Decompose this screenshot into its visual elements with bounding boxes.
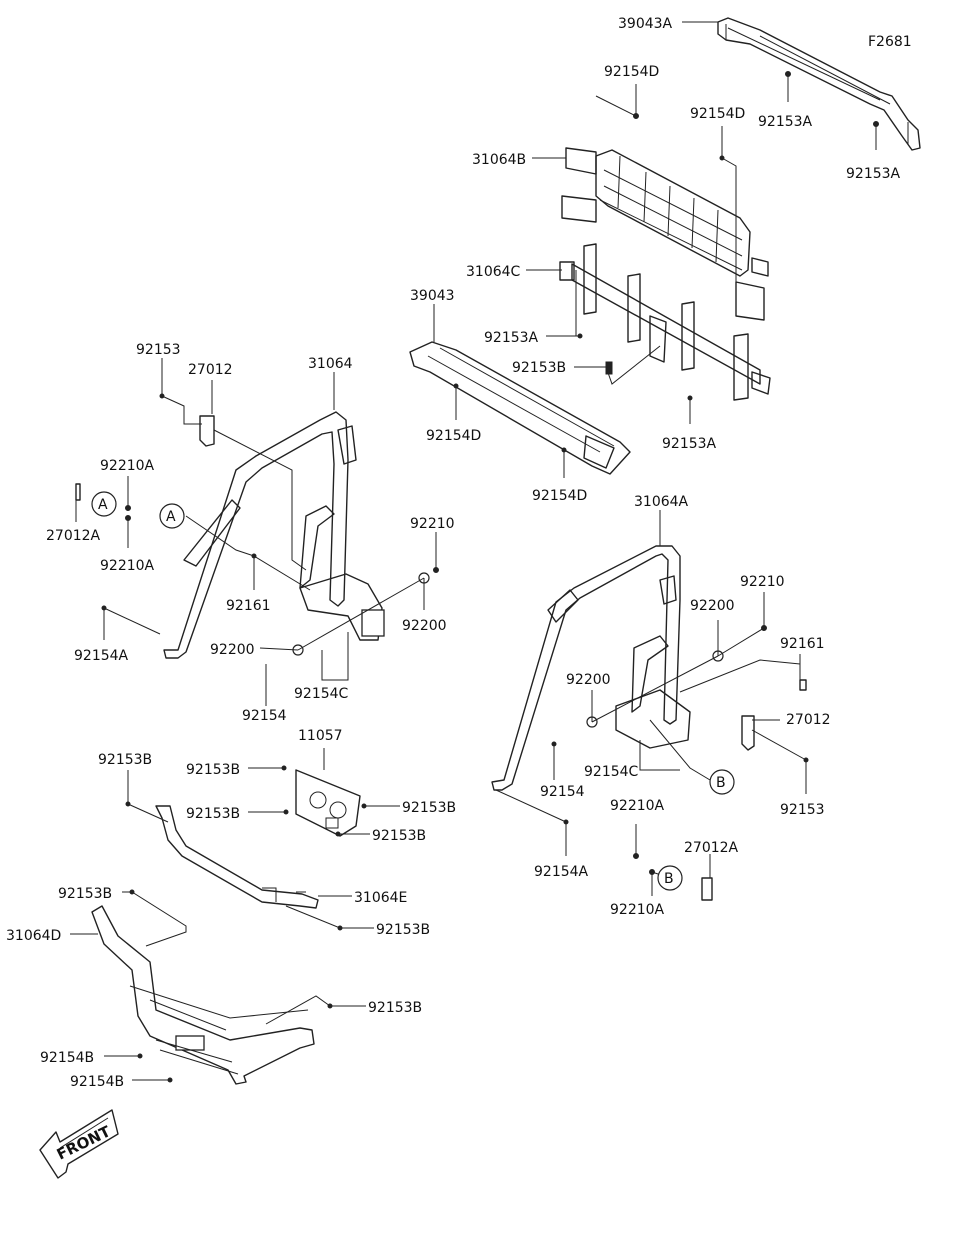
- callout-a-left[interactable]: A: [91, 491, 117, 517]
- label-part-number[interactable]: 27012A: [684, 840, 739, 856]
- callout-a-text: A: [166, 509, 176, 525]
- label-part-number[interactable]: 92153B: [186, 762, 240, 778]
- label-diagram-code: F2681: [868, 34, 912, 50]
- label-part-number[interactable]: 11057: [298, 728, 343, 744]
- label-part-number[interactable]: 92153A: [662, 436, 717, 452]
- label-part-number[interactable]: 92153B: [186, 806, 240, 822]
- label-part-number[interactable]: 92154D: [532, 488, 587, 504]
- label-part-number[interactable]: 92154B: [40, 1050, 94, 1066]
- label-part-number[interactable]: 92153A: [758, 114, 813, 130]
- label-part-number[interactable]: 92154A: [534, 864, 589, 880]
- front-arrow-icon: FRONT: [39, 1109, 119, 1179]
- callout-a-frame[interactable]: A: [159, 503, 185, 529]
- label-part-number[interactable]: 31064C: [466, 264, 521, 280]
- part-39043a-rear-bar: [717, 17, 921, 151]
- label-part-number[interactable]: 92200: [210, 642, 255, 658]
- label-part-number[interactable]: 92154: [540, 784, 585, 800]
- label-part-number[interactable]: 92200: [402, 618, 447, 634]
- label-part-number[interactable]: 92154: [242, 708, 287, 724]
- label-part-number[interactable]: 92154A: [74, 648, 129, 664]
- label-part-number[interactable]: 92153B: [402, 800, 456, 816]
- label-part-number[interactable]: 39043A: [618, 16, 673, 32]
- label-part-number[interactable]: 92153B: [98, 752, 152, 768]
- label-part-number[interactable]: 92154C: [294, 686, 349, 702]
- label-part-number[interactable]: 92210A: [610, 798, 665, 814]
- label-part-number[interactable]: 92161: [226, 598, 271, 614]
- label-part-number[interactable]: 92154D: [690, 106, 745, 122]
- leader-lines: [70, 21, 877, 1081]
- label-part-number[interactable]: 92210A: [610, 902, 665, 918]
- label-part-number[interactable]: 92210A: [100, 458, 155, 474]
- label-part-number[interactable]: 31064D: [6, 928, 61, 944]
- part-11057-plate: [295, 769, 361, 837]
- part-31064a-right-rollbar: [491, 545, 755, 791]
- part-31064b-rear-panel: [561, 147, 769, 321]
- label-part-number[interactable]: 31064A: [634, 494, 689, 510]
- label-part-number[interactable]: 31064: [308, 356, 353, 372]
- callout-b-frame[interactable]: B: [709, 769, 735, 795]
- part-39043-crossbar: [409, 341, 631, 475]
- label-part-number[interactable]: 92153B: [512, 360, 566, 376]
- label-part-number[interactable]: 31064E: [354, 890, 407, 906]
- label-part-number[interactable]: 39043: [410, 288, 455, 304]
- callout-b-text: B: [664, 871, 674, 887]
- part-31064-left-rollbar: [163, 411, 385, 659]
- label-part-number[interactable]: 92154D: [604, 64, 659, 80]
- label-part-number[interactable]: 92200: [566, 672, 611, 688]
- callout-a-text: A: [98, 497, 108, 513]
- label-part-number[interactable]: 92154C: [584, 764, 639, 780]
- part-31064c-rear-frame: [559, 243, 771, 401]
- label-part-number[interactable]: 92200: [690, 598, 735, 614]
- label-part-number[interactable]: 92210: [410, 516, 455, 532]
- part-31064e-lower-bar: [155, 805, 319, 909]
- label-part-number[interactable]: 27012: [188, 362, 233, 378]
- label-part-number[interactable]: 92210A: [100, 558, 155, 574]
- front-arrow-text: FRONT: [54, 1122, 114, 1164]
- label-part-number[interactable]: 92210: [740, 574, 785, 590]
- label-part-number[interactable]: 92153B: [58, 886, 112, 902]
- part-27012-bracket-left: [199, 415, 215, 447]
- label-part-number[interactable]: 92153: [136, 342, 181, 358]
- label-part-number[interactable]: 92153A: [484, 330, 539, 346]
- label-part-number[interactable]: 92154D: [426, 428, 481, 444]
- label-part-number[interactable]: 92154B: [70, 1074, 124, 1090]
- label-part-number[interactable]: 92153B: [372, 828, 426, 844]
- label-part-number[interactable]: 92153B: [368, 1000, 422, 1016]
- part-labels: F2681 39043A 92154D 92154D 92153A 92153A…: [6, 16, 912, 1090]
- label-part-number[interactable]: 92161: [780, 636, 825, 652]
- part-31064d-front-bumper: [91, 905, 315, 1085]
- label-part-number[interactable]: 27012: [786, 712, 831, 728]
- label-part-number[interactable]: 92153: [780, 802, 825, 818]
- label-part-number[interactable]: 92153B: [376, 922, 430, 938]
- callout-b-lower[interactable]: B: [657, 865, 683, 891]
- label-part-number[interactable]: 27012A: [46, 528, 101, 544]
- label-part-number[interactable]: 31064B: [472, 152, 526, 168]
- callout-b-text: B: [716, 775, 726, 791]
- label-part-number[interactable]: 92153A: [846, 166, 901, 182]
